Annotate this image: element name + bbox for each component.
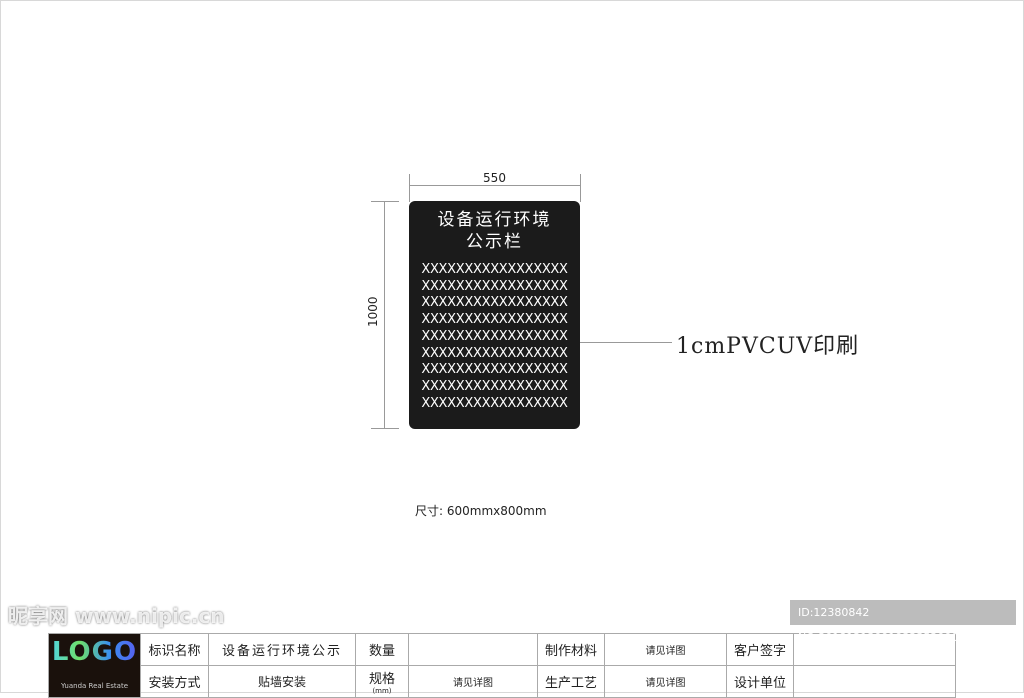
material-value: 请见详图 <box>604 633 727 666</box>
dimension-tick <box>409 174 410 202</box>
spec-unit: (mm) <box>372 687 392 695</box>
placeholder-row: XXXXXXXXXXXXXXXXX <box>421 345 568 361</box>
board-title: 设备运行环境 公示栏 <box>409 209 580 253</box>
logo-text: LOGO <box>49 637 140 667</box>
board-title-line1: 设备运行环境 <box>437 210 552 230</box>
placeholder-row: XXXXXXXXXXXXXXXXX <box>421 328 568 344</box>
height-label: 1000 <box>366 296 380 327</box>
height-dimension-line <box>384 201 385 428</box>
placeholder-row: XXXXXXXXXXXXXXXXX <box>421 395 568 411</box>
size-text: 尺寸: 600mmx800mm <box>415 504 547 518</box>
placeholder-row: XXXXXXXXXXXXXXXXX <box>421 378 568 394</box>
placeholder-row: XXXXXXXXXXXXXXXXX <box>421 312 568 328</box>
width-label: 550 <box>483 171 506 185</box>
callout-leader-line <box>580 342 672 343</box>
qty-value <box>408 633 538 666</box>
spec-label-text: 规格 <box>368 672 395 687</box>
placeholder-row: XXXXXXXXXXXXXXXXX <box>421 278 568 294</box>
sign-name-value: 设备运行环境公示 <box>208 633 356 666</box>
dimension-tick <box>371 428 399 429</box>
client-sign-label: 客户签字 <box>726 633 794 666</box>
watermark-id: ID:12380842 NO:20181213091932352000 <box>790 600 1016 644</box>
placeholder-row: XXXXXXXXXXXXXXXXX <box>421 295 568 311</box>
dimension-tick <box>371 201 399 202</box>
material-callout: 1cmPVCUV印刷 <box>676 334 860 359</box>
material-label: 制作材料 <box>537 633 605 666</box>
qty-label: 数量 <box>355 633 409 666</box>
dimension-tick <box>580 174 581 202</box>
board-title-line2: 公示栏 <box>466 232 523 252</box>
watermark-site: 昵享网 www.nipic.cn <box>8 604 225 628</box>
width-dimension-line <box>409 185 580 186</box>
sign-name-label: 标识名称 <box>140 633 209 666</box>
logo: LOGO Yuanda Real Estate <box>48 633 141 698</box>
placeholder-row: XXXXXXXXXXXXXXXXX <box>421 262 568 277</box>
placeholder-row: XXXXXXXXXXXXXXXXX <box>421 362 568 378</box>
logo-subtitle: Yuanda Real Estate <box>60 682 129 690</box>
